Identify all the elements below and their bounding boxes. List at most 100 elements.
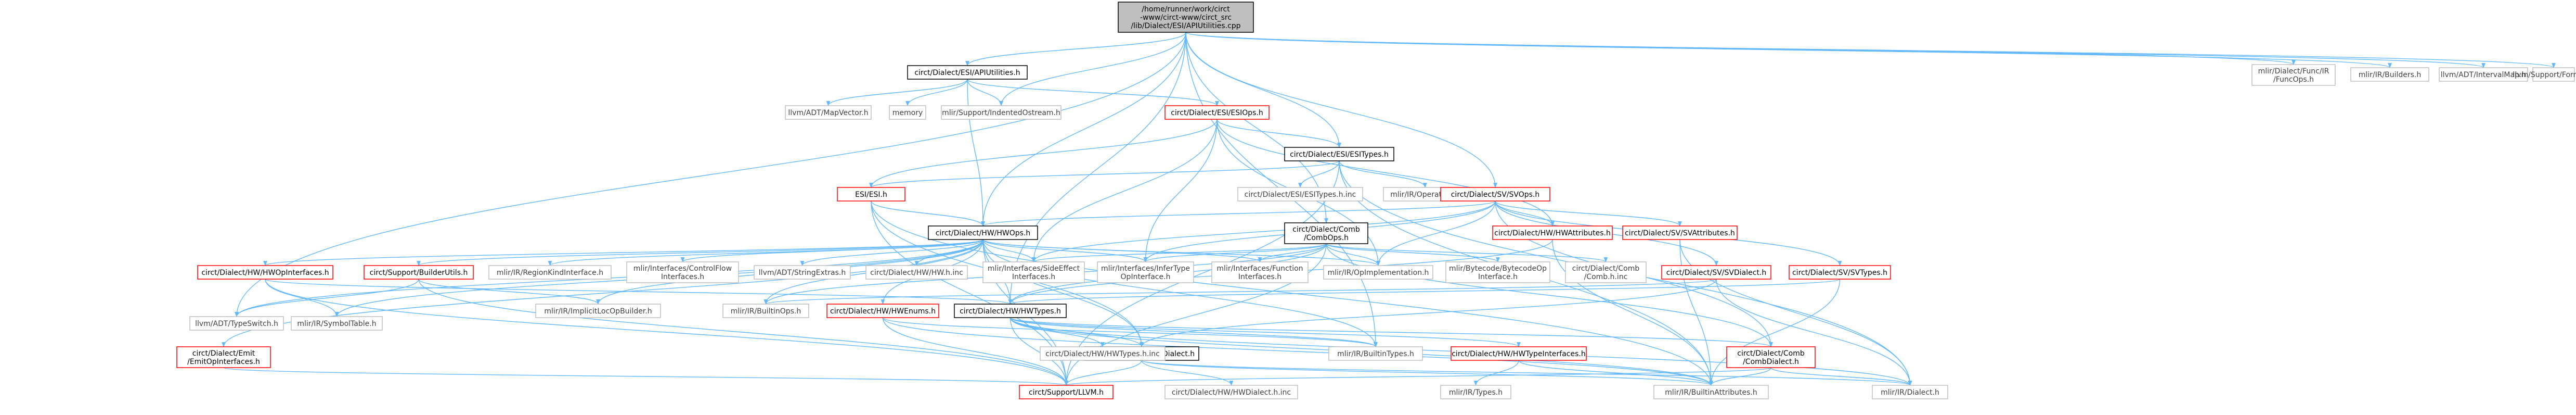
node-svops[interactable]: circt/Dialect/SV/SVOps.h <box>1440 187 1550 202</box>
node-combdialect[interactable]: circt/Dialect/Comb/CombDialect.h <box>1726 346 1816 368</box>
edge-hwdialect-to-llvm_h <box>1064 360 1142 386</box>
node-box <box>1284 147 1394 161</box>
node-mlir_builders[interactable]: mlir/IR/Builders.h <box>2350 67 2429 82</box>
edge-svops-to-hwops <box>981 200 1496 227</box>
node-box <box>865 265 968 280</box>
node-label: circt/Support/LLVM.h <box>1029 388 1104 397</box>
edge-hwops-to-stringextras <box>800 239 983 266</box>
node-label: circt/Dialect/SV/SVOps.h <box>1451 191 1540 199</box>
node-builderutils[interactable]: circt/Support/BuilderUtils.h <box>364 265 474 280</box>
node-label: circt/Dialect/ESI/ESITypes.h.inc <box>1245 191 1356 199</box>
node-svtypes[interactable]: circt/Dialect/SV/SVTypes.h <box>1789 265 1891 280</box>
edge-esitypes-to-mlir_operation <box>1339 160 1427 188</box>
node-esi_h[interactable]: ESI/ESI.h <box>837 187 905 202</box>
node-hwtypes[interactable]: circt/Dialect/HW/HWTypes.h <box>954 304 1067 318</box>
node-hwtypes_inc[interactable]: circt/Dialect/HW/HWTypes.h.inc <box>1040 346 1166 361</box>
edge-svdialect-to-mlir_dialect <box>1716 279 1912 386</box>
edge-hwenums-to-builtintypes <box>882 317 1378 347</box>
node-label: llvm/ADT/MapVector.h <box>788 109 868 117</box>
edge-hwops-to-sideeffect <box>982 239 1036 262</box>
node-box <box>1040 346 1166 361</box>
node-builtintypes[interactable]: mlir/IR/BuiltinTypes.h <box>1328 346 1423 361</box>
edge-esiops-to-hwattrs <box>1216 119 1555 227</box>
node-apiutil_h[interactable]: circt/Dialect/ESI/APIUtilities.h <box>907 65 1028 80</box>
node-hwattrs[interactable]: circt/Dialect/HW/HWAttributes.h <box>1492 225 1613 240</box>
node-regionkind[interactable]: mlir/IR/RegionKindInterface.h <box>488 265 612 280</box>
node-esitypes_inc[interactable]: circt/Dialect/ESI/ESITypes.h.inc <box>1237 187 1363 202</box>
node-esiops[interactable]: circt/Dialect/ESI/ESIOps.h <box>1164 105 1270 120</box>
node-svattrs[interactable]: circt/Dialect/SV/SVAttributes.h <box>1622 225 1738 240</box>
node-mlir_types[interactable]: mlir/IR/Types.h <box>1440 385 1511 399</box>
node-stringextras[interactable]: llvm/ADT/StringExtras.h <box>754 265 851 280</box>
node-hwopiface[interactable]: circt/Dialect/HW/HWOpInterfaces.h <box>197 265 333 280</box>
node-mapvector[interactable]: llvm/ADT/MapVector.h <box>785 105 872 120</box>
node-indented[interactable]: mlir/Support/IndentedOstream.h <box>941 105 1062 120</box>
node-builtinops[interactable]: mlir/IR/BuiltinOps.h <box>722 304 809 318</box>
node-opimpl[interactable]: mlir/IR/OpImplementation.h <box>1323 265 1433 280</box>
node-svdialect[interactable]: circt/Dialect/SV/SVDialect.h <box>1661 265 1771 280</box>
edge-hwops-to-controlflow <box>680 239 983 262</box>
node-intervalmap[interactable]: llvm/ADT/IntervalMap.h <box>2439 67 2528 82</box>
node-mlir_dialect[interactable]: mlir/IR/Dialect.h <box>1872 385 1948 399</box>
node-box <box>1164 105 1270 120</box>
edge-apiutil_h-to-indented <box>967 79 1003 106</box>
edge-esiops-to-sideeffect <box>1031 119 1218 262</box>
node-box <box>2251 64 2336 86</box>
node-memory[interactable]: memory <box>889 105 926 120</box>
node-box <box>1451 346 1587 361</box>
node-comb_h_inc[interactable]: circt/Dialect/Comb/Comb.h.inc <box>1565 261 1647 283</box>
node-box <box>1653 385 1769 399</box>
node-hwtypeiface[interactable]: circt/Dialect/HW/HWTypeInterfaces.h <box>1451 346 1587 361</box>
edge-hwtypeiface-to-builtinattrs <box>1518 360 1713 386</box>
edge-root-to-hwtypes <box>1008 32 1186 305</box>
node-format[interactable]: llvm/Support/Format.h <box>2513 67 2576 82</box>
node-box <box>826 304 939 318</box>
edge-esi_h-to-hwops <box>871 200 985 227</box>
node-box <box>488 265 612 280</box>
edge-root-to-typeswitch <box>235 32 1186 317</box>
edge-emitopiface-to-llvm_h <box>223 367 1068 386</box>
node-builtinattrs[interactable]: mlir/IR/BuiltinAttributes.h <box>1653 385 1769 399</box>
node-box <box>1019 385 1114 399</box>
node-typeswitch[interactable]: llvm/ADT/TypeSwitch.h <box>189 316 284 331</box>
node-label: llvm/ADT/StringExtras.h <box>759 269 846 277</box>
node-hwenums[interactable]: circt/Dialect/HW/HWEnums.h <box>826 304 939 318</box>
node-esitypes[interactable]: circt/Dialect/ESI/ESITypes.h <box>1284 147 1394 161</box>
node-emitopiface[interactable]: circt/Dialect/Emit/EmitOpInterfaces.h <box>176 346 271 368</box>
node-box <box>889 105 926 120</box>
node-box <box>1789 265 1891 280</box>
node-label: circt/Dialect/HW/HWOps.h <box>936 229 1031 237</box>
node-funcops[interactable]: mlir/Dialect/Func/IR/FuncOps.h <box>2251 64 2336 86</box>
node-llvm_h[interactable]: circt/Support/LLVM.h <box>1019 385 1114 399</box>
node-symboltable[interactable]: mlir/IR/SymbolTable.h <box>291 316 383 331</box>
edge-hwopiface-to-llvm_h <box>265 279 1068 386</box>
node-label: circt/Dialect/Comb <box>1572 265 1640 273</box>
node-label: mlir/IR/SymbolTable.h <box>297 320 376 328</box>
edge-hwops-to-builderutils <box>417 239 983 266</box>
node-box <box>754 265 851 280</box>
edge-apiutil_h-to-mapvector <box>826 79 968 106</box>
edge-esiops-to-esi_h <box>869 119 1218 188</box>
edge-combops-to-comb_h_inc <box>1326 243 1608 262</box>
node-hwops[interactable]: circt/Dialect/HW/HWOps.h <box>928 225 1038 240</box>
edge-hwtypeiface-to-mlir_types <box>1473 360 1519 386</box>
node-label: circt/Support/BuilderUtils.h <box>370 269 468 277</box>
node-box <box>1211 261 1309 283</box>
node-combops[interactable]: circt/Dialect/Comb/CombOps.h <box>1284 222 1368 244</box>
node-hw_h_inc[interactable]: circt/Dialect/HW/HW.h.inc <box>865 265 968 280</box>
node-label: /CombOps.h <box>1304 234 1349 242</box>
node-box <box>941 105 1062 120</box>
node-implicitloc[interactable]: mlir/IR/ImplicitLocOpBuilder.h <box>535 304 661 318</box>
node-label: llvm/ADT/TypeSwitch.h <box>195 320 278 328</box>
node-hwdialect_inc[interactable]: circt/Dialect/HW/HWDialect.h.inc <box>1164 385 1298 399</box>
edge-svdialect-to-builtinops <box>764 279 1717 305</box>
dependency-edges <box>222 32 2556 386</box>
node-box <box>1237 187 1363 202</box>
edge-hwops-to-hwopiface <box>263 239 983 266</box>
